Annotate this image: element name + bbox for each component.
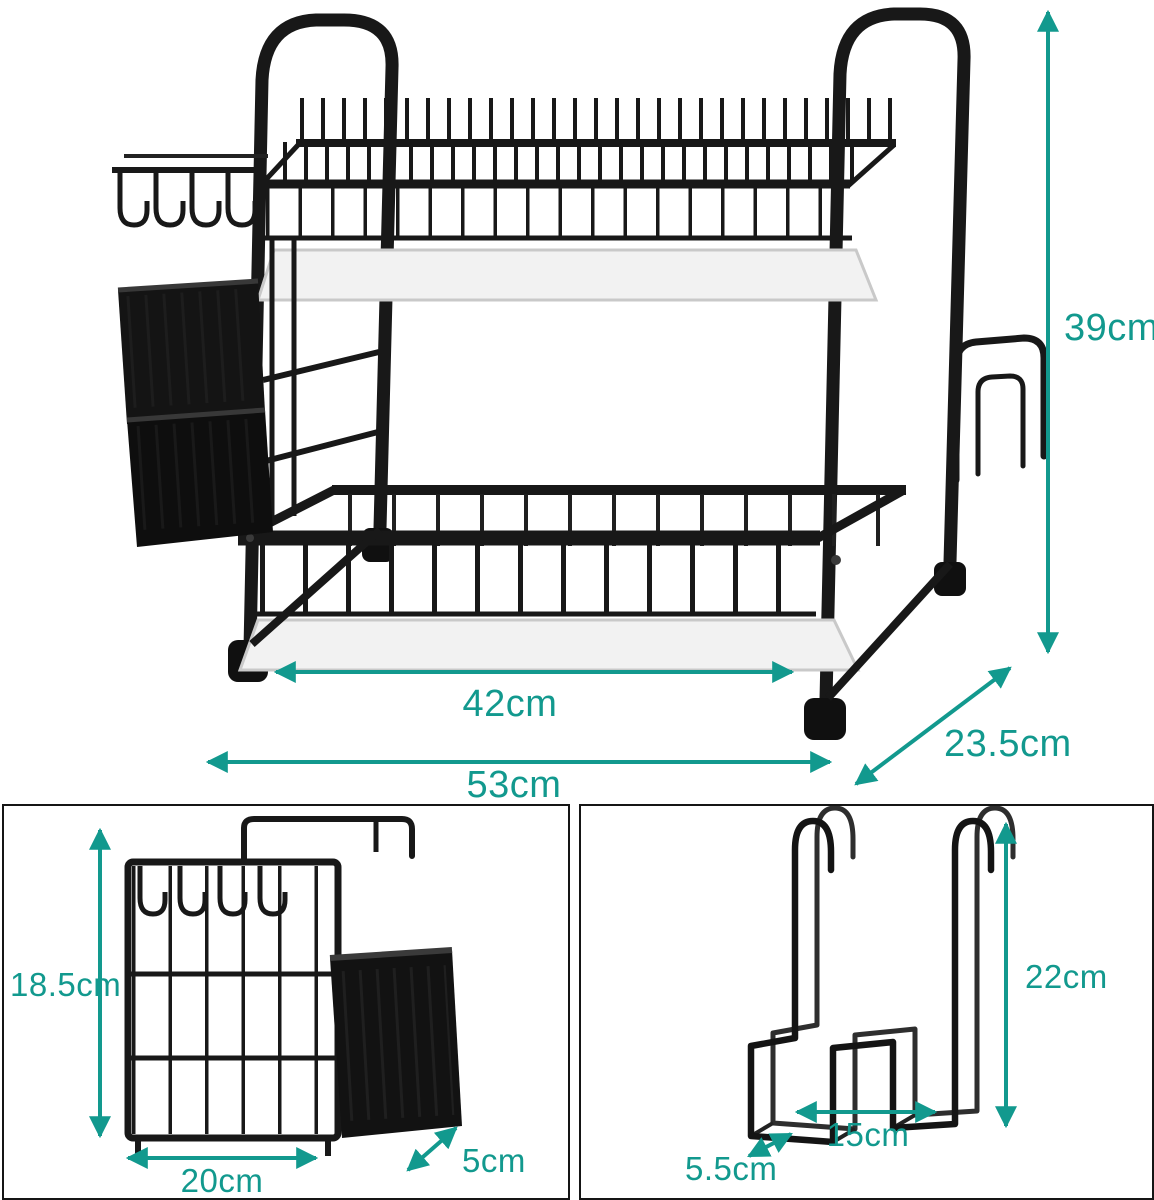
utensil-holder-drawing xyxy=(124,816,462,1156)
utensil-holder-panel: 18.5cm 20cm 5cm xyxy=(2,804,570,1200)
cup-holder-dimensions: 22cm 15cm 5.5cm xyxy=(685,821,1108,1187)
dish-rack-drawing xyxy=(112,7,1048,740)
utensil-width-label: 20cm xyxy=(181,1162,264,1198)
hook-width-label: 15cm xyxy=(827,1116,910,1153)
hanger-rail xyxy=(241,816,415,865)
dish-rack-illustration-canvas: 39cm 42cm 53cm 23.5cm xyxy=(112,7,1154,802)
utensil-dimensions: 18.5cm 20cm 5cm xyxy=(10,827,526,1198)
left-frame xyxy=(243,13,399,655)
top-tier xyxy=(255,98,896,302)
hook-height-label: 22cm xyxy=(1025,958,1108,995)
basket-frame xyxy=(124,858,342,1142)
main-rack-view: 39cm 42cm 53cm 23.5cm xyxy=(112,7,1154,802)
utensil-holder-illustration-canvas: 18.5cm 20cm 5cm xyxy=(10,816,526,1198)
cup-holder-back-wire xyxy=(770,806,1016,1132)
detail-panels-row: 18.5cm 20cm 5cm xyxy=(0,804,1154,1200)
inner-width-dimension-label: 42cm xyxy=(463,683,558,725)
hook-depth-label: 5.5cm xyxy=(685,1150,777,1187)
utensil-depth-label: 5cm xyxy=(462,1142,526,1179)
side-hooks xyxy=(112,154,268,228)
cup-holder-panel: 22cm 15cm 5.5cm xyxy=(579,804,1154,1200)
height-dimension-label: 39cm xyxy=(1064,307,1154,349)
cup-holder-illustration-canvas: 22cm 15cm 5.5cm xyxy=(685,806,1108,1187)
bottom-drip-tray xyxy=(237,618,861,672)
hook-depth-arrow xyxy=(747,1132,793,1158)
right-frame xyxy=(819,7,971,707)
cup-holder-front-wire xyxy=(747,817,995,1146)
depth-dimension-arrow xyxy=(854,666,1012,786)
cutlery-holders xyxy=(117,236,297,547)
cup-holder-attachment xyxy=(952,334,1048,484)
depth-dimension-label: 23.5cm xyxy=(944,723,1072,765)
total-width-dimension-label: 53cm xyxy=(467,764,562,802)
main-dimensions: 39cm 42cm 53cm 23.5cm xyxy=(205,9,1154,802)
utensil-height-label: 18.5cm xyxy=(10,966,121,1003)
utensil-depth-arrow xyxy=(406,1126,458,1172)
bottom-tier xyxy=(237,485,953,701)
cup-holder-drawing xyxy=(747,806,1016,1146)
top-drip-tray xyxy=(255,248,879,302)
